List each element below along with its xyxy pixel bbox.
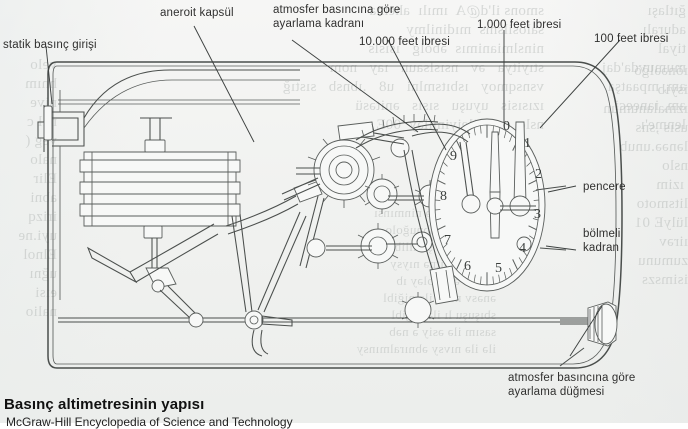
baro-setting-dial <box>401 123 471 328</box>
dial-numeral-4: 4 <box>519 241 526 256</box>
label-knob-line2: ayarlama düğmesi <box>508 386 605 398</box>
dial-numeral-5: 5 <box>495 261 502 276</box>
dial-numeral-1: 1 <box>524 136 531 151</box>
needle-10000-feet <box>459 141 481 214</box>
dial-numeral-8: 8 <box>440 189 447 204</box>
label-needle-1000: 1.000 feet ibresi <box>477 19 562 31</box>
dial-numeral-0: 0 <box>503 119 510 134</box>
label-needle-10000: 10.000 feet ibresi <box>359 36 450 48</box>
static-pressure-inlet <box>37 69 300 300</box>
label-knob-line1: atmosfer basıncına göre <box>508 372 636 384</box>
label-static-pressure-inlet: statik basınç girişi <box>3 39 97 51</box>
label-divided-dial-line1: bölmeli <box>583 228 621 240</box>
needle-100-feet <box>500 121 536 252</box>
label-adjust-dial-line2: ayarlama kadranı <box>273 18 365 30</box>
label-window: pencere <box>583 181 626 193</box>
dial-numeral-2: 2 <box>535 167 542 182</box>
needle-1000-feet <box>486 131 504 239</box>
dial-numeral-3: 3 <box>534 207 541 222</box>
label-divided-dial-line2: kadran <box>583 242 620 254</box>
gear-train <box>281 113 446 269</box>
adjustment-knob <box>559 301 618 367</box>
leader-lines <box>45 25 621 357</box>
dial-face: 0 1 2 3 4 5 6 7 8 9 <box>428 118 567 292</box>
dial-numeral-9: 9 <box>450 149 457 164</box>
dial-numeral-7: 7 <box>444 233 451 248</box>
label-adjust-dial-line1: atmosfer basıncına göre <box>273 4 401 16</box>
dial-numeral-6: 6 <box>464 259 471 274</box>
figure-source: McGraw-Hill Encyclopedia of Science and … <box>6 415 293 429</box>
label-aneroid-capsule: aneroit kapsül <box>160 7 234 19</box>
figure-caption: Basınç altimetresinin yapısı <box>4 396 205 413</box>
aneroid-capsule <box>79 117 241 268</box>
label-needle-100: 100 feet ibresi <box>594 33 669 45</box>
